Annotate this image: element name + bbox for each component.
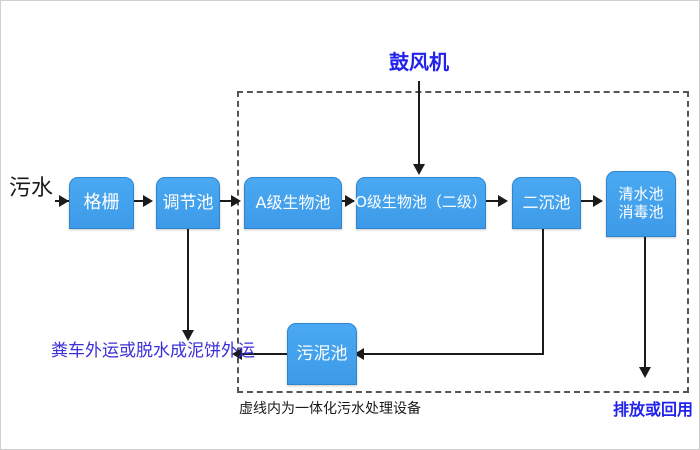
node-a-stage-bioreactor[interactable]: A级生物池 xyxy=(244,177,342,229)
regulating-to-sludge-transport-line xyxy=(187,229,189,332)
regulating-to-astage-line xyxy=(220,200,236,202)
node-secondary-clarifier[interactable]: 二沉池 xyxy=(512,177,581,229)
sludge-transport-label: 粪车外运或脱水成泥饼外运 xyxy=(51,341,255,361)
node-clearwater-tank-label: 清水池 xyxy=(618,185,664,204)
node-disinfection-tank-label: 消毒池 xyxy=(618,203,664,221)
clearwater-to-effluent-line xyxy=(644,237,646,369)
node-grille-label: 格栅 xyxy=(83,192,120,214)
grille-to-regulating-arrowhead xyxy=(143,195,153,207)
node-o-stage-bioreactor-label: O级生物池（二级） xyxy=(355,193,487,212)
node-o-stage-bioreactor[interactable]: O级生物池（二级） xyxy=(355,177,487,229)
sludge-to-transport-arrowhead xyxy=(232,348,242,360)
astage-to-ostage-arrowhead xyxy=(345,195,355,207)
node-secondary-clarifier-label: 二沉池 xyxy=(522,192,571,212)
secondary-to-clearwater-arrowhead xyxy=(593,195,603,207)
regulating-to-sludge-transport-arrowhead xyxy=(182,330,194,341)
node-sludge-tank-label: 污泥池 xyxy=(296,343,348,364)
grille-to-regulating-line xyxy=(134,200,148,202)
blower-label: 鼓风机 xyxy=(389,50,449,74)
secondary-to-clearwater-line xyxy=(581,200,598,202)
secondary-sludge-down-line xyxy=(542,229,544,355)
node-regulating-tank-label: 调节池 xyxy=(162,192,214,213)
blower-feed-line xyxy=(418,81,420,166)
secondary-sludge-arrowhead xyxy=(354,348,364,360)
influent-arrowhead xyxy=(59,195,69,207)
node-sludge-tank[interactable]: 污泥池 xyxy=(287,323,357,385)
node-grille[interactable]: 格栅 xyxy=(69,177,134,229)
blower-feed-arrowhead xyxy=(413,164,425,175)
node-a-stage-bioreactor-label: A级生物池 xyxy=(255,192,331,212)
effluent-label: 排放或回用 xyxy=(613,400,694,419)
ostage-to-secondary-arrowhead xyxy=(498,195,508,207)
secondary-sludge-left-line xyxy=(361,353,544,355)
ostage-to-secondary-line xyxy=(486,200,503,202)
clearwater-to-effluent-arrowhead xyxy=(639,367,651,378)
sludge-to-transport-line xyxy=(239,353,287,355)
node-regulating-tank[interactable]: 调节池 xyxy=(156,177,220,229)
influent-label: 污水 xyxy=(9,176,54,201)
integrated-equipment-boundary xyxy=(237,91,689,393)
enclosure-caption: 虚线内为一体化污水处理设备 xyxy=(239,401,421,417)
regulating-to-astage-arrowhead xyxy=(231,195,241,207)
node-clearwater-disinfection-tank[interactable]: 清水池 消毒池 xyxy=(606,171,676,237)
